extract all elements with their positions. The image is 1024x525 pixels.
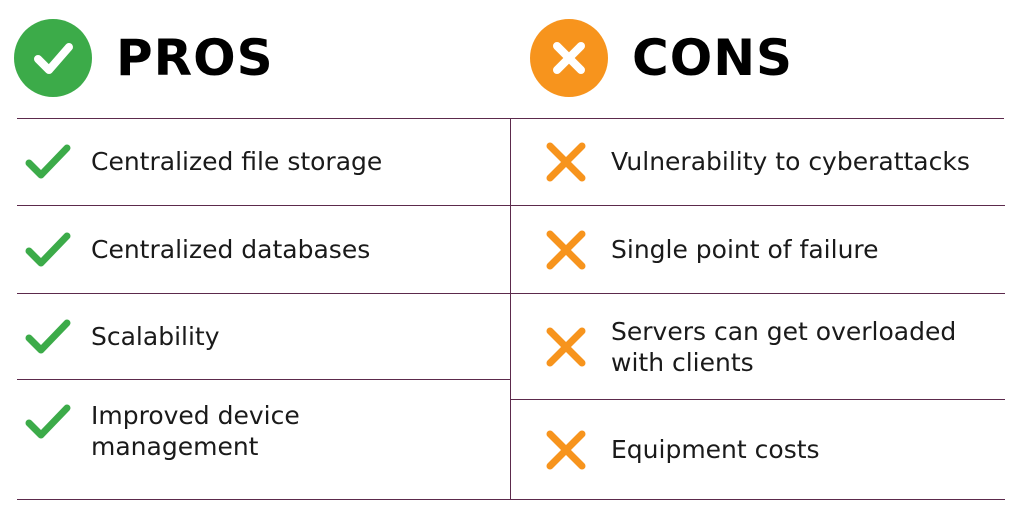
pros-title: PROS: [116, 29, 274, 87]
cons-list: Vulnerability to cyberattacks Single poi…: [510, 118, 1005, 500]
pros-item-label: Centralized databases: [91, 235, 371, 264]
cons-list-item: Servers can get overloaded with clients: [511, 294, 1005, 400]
cons-list-item: Single point of failure: [511, 206, 1005, 294]
pros-check-badge-icon: [14, 19, 92, 97]
check-icon: [23, 228, 73, 272]
pros-item-label: Centralized file storage: [91, 147, 383, 176]
cross-icon: [541, 428, 591, 472]
cons-header: CONS: [530, 16, 793, 100]
pros-list-item: Scalability: [17, 294, 510, 380]
cross-icon: [541, 325, 591, 369]
check-icon: [23, 140, 73, 184]
cons-title: CONS: [632, 29, 794, 87]
check-icon: [23, 315, 73, 359]
check-icon: [23, 400, 73, 444]
pros-list-item: Centralized file storage: [17, 118, 510, 206]
pros-list-item: Centralized databases: [17, 206, 510, 294]
cons-list-item: Equipment costs: [511, 400, 1005, 500]
cross-icon: [541, 140, 591, 184]
pros-list-item: Improved device management: [17, 380, 510, 500]
pros-item-label: Improved device management: [91, 401, 300, 461]
cons-item-label: Single point of failure: [611, 235, 879, 264]
cons-item-label: Vulnerability to cyberattacks: [611, 147, 970, 176]
pros-header: PROS: [14, 16, 274, 100]
cons-cross-badge-icon: [530, 19, 608, 97]
cons-item-label: Servers can get overloaded with clients: [611, 316, 957, 377]
cross-icon: [541, 228, 591, 272]
pros-list: Centralized file storage Centralized dat…: [17, 118, 510, 500]
cons-item-label: Equipment costs: [611, 435, 820, 464]
cons-list-item: Vulnerability to cyberattacks: [511, 118, 1005, 206]
pros-item-label: Scalability: [91, 322, 220, 351]
